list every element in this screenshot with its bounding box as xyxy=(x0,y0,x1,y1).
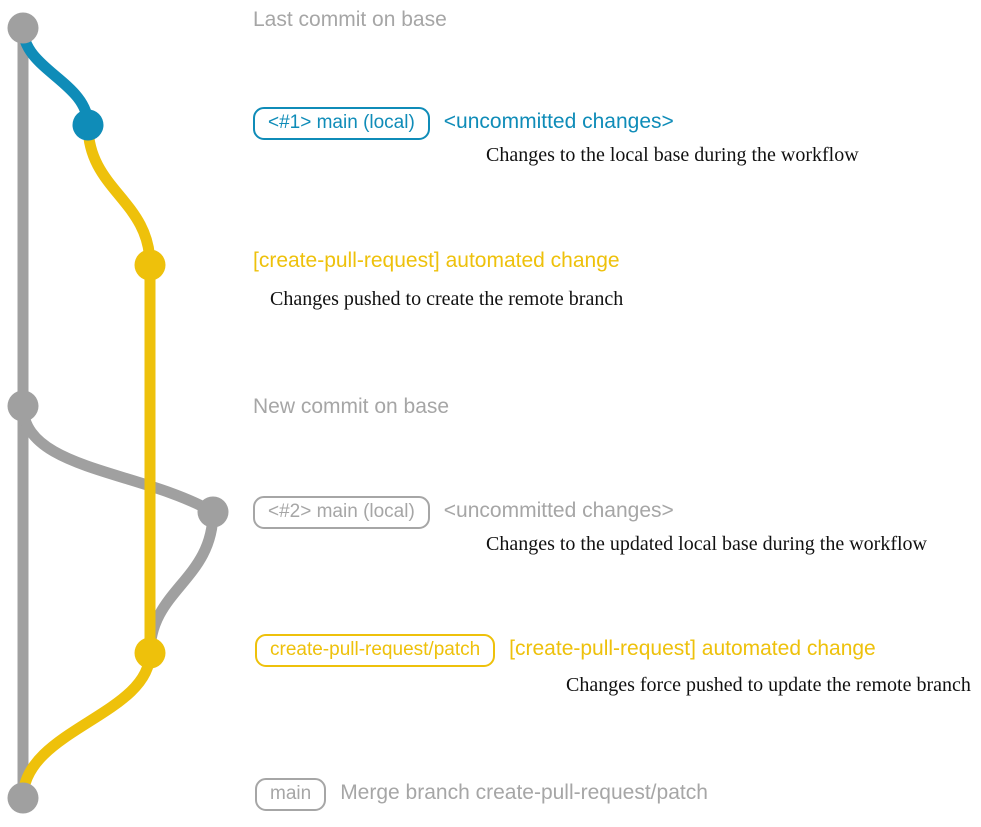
commit-row-commit-2: [create-pull-request] automated change xyxy=(253,249,620,273)
commit-note-3: Changes to the updated local base during… xyxy=(486,533,927,555)
commit-subject: [create-pull-request] automated change xyxy=(509,637,876,660)
ref-badge-main[interactable]: main xyxy=(255,778,327,811)
commit-node-base-last[interactable] xyxy=(7,12,39,44)
commit-subject: Last commit on base xyxy=(253,8,447,31)
commit-subject: Merge branch create-pull-request/patch xyxy=(340,781,708,804)
commit-note-2: Changes pushed to create the remote bran… xyxy=(270,288,624,310)
commit-node-local-1[interactable] xyxy=(72,109,104,141)
ref-badge-main-local-2[interactable]: <#2> main (local) xyxy=(253,496,430,529)
edge-local2-to-patch2 xyxy=(144,506,219,659)
commit-subject: <uncommitted changes> xyxy=(443,110,674,133)
commit-subject: [create-pull-request] automated change xyxy=(253,249,620,272)
commit-row-commit-4: create-pull-request/patch [create-pull-r… xyxy=(255,634,876,667)
commit-subject: <uncommitted changes> xyxy=(443,499,674,522)
commit-note-1: Changes to the local base during the wor… xyxy=(486,144,859,166)
edge-base-to-local1 xyxy=(17,22,94,131)
ref-badge-create-pull-request-patch[interactable]: create-pull-request/patch xyxy=(255,634,496,667)
commit-node-patch-1[interactable] xyxy=(134,249,166,281)
edge-patch2-to-merge xyxy=(17,647,156,804)
commit-row-commit-1: <#1> main (local) <uncommitted changes> xyxy=(253,107,674,140)
edge-base-to-local2 xyxy=(17,400,219,518)
edge-local1-to-patch1 xyxy=(82,119,156,271)
commit-row-commit-3: <#2> main (local) <uncommitted changes> xyxy=(253,496,674,529)
commit-node-patch-2[interactable] xyxy=(134,637,166,669)
ref-badge-main-local-1[interactable]: <#1> main (local) xyxy=(253,107,430,140)
commit-node-base-merge[interactable] xyxy=(7,782,39,814)
commit-row-new-commit-on-base: New commit on base xyxy=(253,395,449,419)
commit-node-base-new[interactable] xyxy=(7,390,39,422)
commit-note-4: Changes force pushed to update the remot… xyxy=(566,674,971,696)
commit-row-merge: main Merge branch create-pull-request/pa… xyxy=(255,778,708,811)
commit-node-local-2[interactable] xyxy=(197,496,229,528)
commit-subject: New commit on base xyxy=(253,395,450,418)
commit-row-last-commit-on-base: Last commit on base xyxy=(253,8,447,32)
